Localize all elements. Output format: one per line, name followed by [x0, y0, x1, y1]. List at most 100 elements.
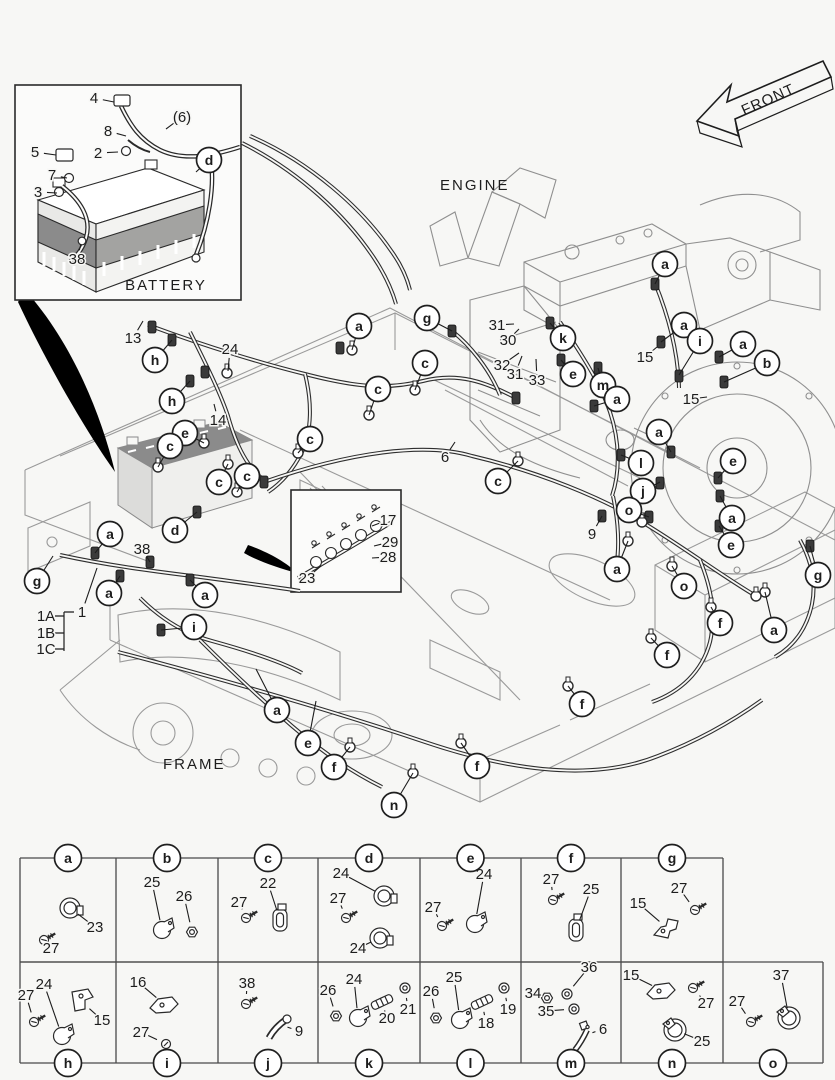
callout-d: d [195, 146, 223, 174]
glyph-cableLug [572, 1020, 590, 1052]
legend-part-27: 27 [425, 899, 442, 916]
callout-c: c [296, 425, 324, 453]
svg-text:a: a [273, 702, 281, 718]
legend-part-15: 15 [623, 967, 640, 984]
callout-g: g [413, 304, 441, 332]
svg-text:a: a [728, 510, 736, 526]
glyph-bracketZ [652, 918, 679, 939]
legend-part-26: 26 [176, 888, 193, 905]
part-number-3: 3 [34, 184, 42, 201]
glyph-bracketL [71, 988, 94, 1012]
legend-part-35: 35 [538, 1003, 555, 1020]
legend-part-34: 34 [525, 985, 542, 1002]
callout-j: j [253, 1048, 283, 1078]
legend-part-24: 24 [350, 940, 367, 957]
svg-text:a: a [770, 622, 778, 638]
callout-b: b [753, 349, 781, 377]
part-number-13: 13 [125, 330, 142, 347]
svg-text:a: a [64, 850, 72, 866]
glyph-nut [540, 992, 554, 1004]
glyph-clampTall [272, 903, 288, 932]
svg-text:f: f [580, 696, 585, 712]
svg-text:l: l [469, 1055, 473, 1071]
legend-part-27: 27 [133, 1024, 150, 1041]
svg-text:a: a [661, 256, 669, 272]
glyph-clampTall [568, 913, 584, 942]
legend-part-24: 24 [36, 976, 53, 993]
callout-a: a [760, 616, 788, 644]
glyph-clampBig [662, 1017, 687, 1042]
glyph-nut [185, 926, 199, 938]
svg-text:c: c [243, 468, 251, 484]
part-number-17: 17 [380, 512, 397, 529]
legend-part-26: 26 [320, 982, 337, 999]
glyph-bolt [240, 996, 258, 1010]
svg-text:k: k [365, 1055, 373, 1071]
part-number-31: 31 [507, 366, 524, 383]
svg-text:c: c [166, 438, 174, 454]
callout-c: c [364, 375, 392, 403]
callout-f: f [320, 753, 348, 781]
glyph-tubeElbow [265, 1014, 292, 1040]
svg-text:o: o [680, 578, 689, 594]
callout-o: o [670, 572, 698, 600]
callout-a: a [670, 311, 698, 339]
callout-g: g [657, 843, 687, 873]
legend-part-26: 26 [423, 983, 440, 1000]
svg-text:g: g [423, 310, 432, 326]
glyph-bolt [689, 902, 707, 916]
legend-part-27: 27 [698, 995, 715, 1012]
svg-text:k: k [559, 330, 567, 346]
callout-e: e [294, 729, 322, 757]
part-number-9: 9 [588, 526, 596, 543]
part-number-1C: 1C [36, 641, 55, 658]
svg-text:c: c [494, 473, 502, 489]
frame-label: FRAME [163, 756, 226, 773]
legend-part-37: 37 [773, 967, 790, 984]
legend-part-15: 15 [630, 895, 647, 912]
callout-a: a [263, 696, 291, 724]
legend-part-16: 16 [130, 974, 147, 991]
glyph-clampP [450, 1007, 473, 1030]
svg-text:d: d [205, 152, 214, 168]
part-number-4: 4 [90, 90, 98, 107]
svg-text:a: a [106, 526, 114, 542]
glyph-bolt [28, 1014, 46, 1028]
callout-l: l [627, 449, 655, 477]
glyph-clampRound [369, 927, 394, 949]
callout-c: c [411, 349, 439, 377]
legend-part-27: 27 [330, 890, 347, 907]
part-number-1: 1 [78, 604, 86, 621]
callout-b: b [152, 843, 182, 873]
callout-f: f [568, 690, 596, 718]
callout-c: c [253, 843, 283, 873]
part-number-38: 38 [69, 251, 86, 268]
svg-text:f: f [665, 647, 670, 663]
svg-text:c: c [215, 474, 223, 490]
legend-part-27: 27 [671, 880, 688, 897]
part-number-14: 14 [210, 412, 227, 429]
svg-text:e: e [181, 425, 189, 441]
legend-part-9: 9 [295, 1023, 303, 1040]
callout-a: a [96, 520, 124, 548]
glyph-washer [561, 988, 573, 1000]
legend-part-24: 24 [346, 971, 363, 988]
legend-part-21: 21 [400, 1001, 417, 1018]
part-number-1A: 1A [37, 608, 55, 625]
svg-text:n: n [668, 1055, 677, 1071]
legend-part-27: 27 [231, 894, 248, 911]
glyph-washer [568, 1003, 580, 1015]
svg-text:b: b [763, 355, 772, 371]
